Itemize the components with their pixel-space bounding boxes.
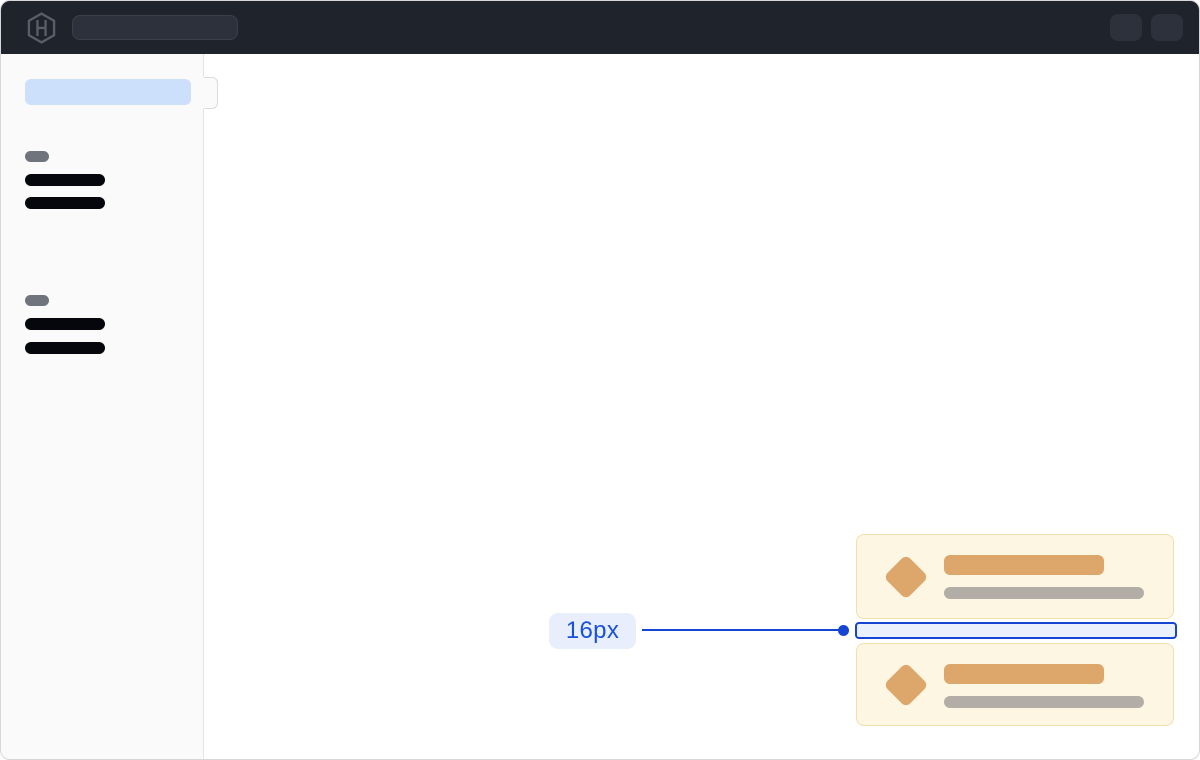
card-title-placeholder [944,555,1104,575]
nav-button-placeholder-1[interactable] [1110,14,1142,41]
diamond-icon [883,661,929,708]
sidebar-section-label-placeholder-1 [25,151,49,162]
measurement-label: 16px [549,613,636,649]
card-placeholder-1[interactable] [856,534,1174,619]
spacing-highlight-rect [855,622,1177,639]
sidebar-flyout-tab[interactable] [204,77,218,109]
sidebar-item-placeholder-3[interactable] [25,318,105,330]
nav-button-placeholder-2[interactable] [1151,14,1183,41]
diamond-icon [883,553,929,600]
measurement-connector-line [642,629,839,631]
sidebar-item-placeholder-2[interactable] [25,197,105,209]
top-nav [1,1,1199,54]
hashicorp-logo-icon[interactable] [27,11,56,44]
sidebar [1,54,204,759]
card-title-placeholder [944,664,1104,684]
search-input-placeholder[interactable] [72,15,238,40]
sidebar-active-item-placeholder[interactable] [25,79,191,105]
measurement-connector-dot [838,625,849,636]
sidebar-item-placeholder-4[interactable] [25,342,105,354]
card-subtitle-placeholder [944,587,1144,599]
sidebar-item-placeholder-1[interactable] [25,174,105,186]
sidebar-section-label-placeholder-2 [25,295,49,306]
card-subtitle-placeholder [944,696,1144,708]
card-placeholder-2[interactable] [856,643,1174,726]
